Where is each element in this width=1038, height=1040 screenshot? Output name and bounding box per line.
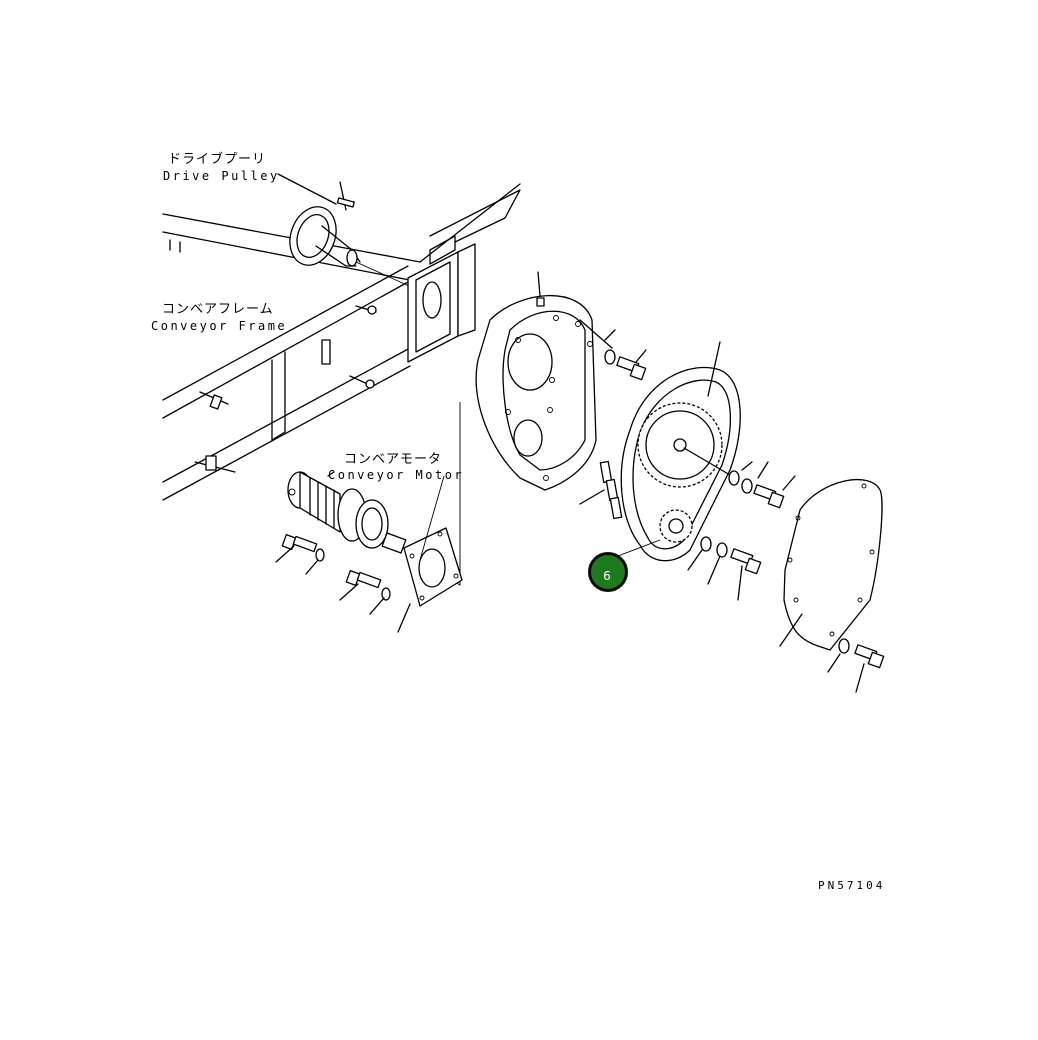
callout-number: 6: [603, 569, 611, 583]
case-bolt-set: [604, 329, 647, 381]
conveyor-frame: [162, 183, 521, 501]
conveyor-frame-label-jp: コンベアフレーム: [162, 302, 274, 317]
drive-pulley: [277, 173, 441, 301]
drive-pulley-label-en: Drive Pulley: [163, 169, 280, 183]
motor-bolt-set: [275, 534, 391, 615]
conveyor-motor-label-jp: コンベアモータ: [344, 452, 443, 467]
callout-leader-line: [617, 539, 661, 557]
frame-bracket: [407, 189, 521, 363]
drive-pulley-label-jp: ドライブプーリ: [168, 152, 267, 167]
sprocket-bolt-set: [687, 461, 796, 601]
callout-badge-6[interactable]: 6: [588, 552, 628, 592]
drawing-number: PN57104: [818, 879, 886, 892]
frame-bolts: [194, 305, 377, 473]
motor-leader-line: [419, 475, 445, 561]
cover-plate: [779, 478, 883, 651]
motor-flange: [397, 527, 463, 633]
chain-and-sprockets: [620, 341, 741, 562]
chain-case: [475, 271, 613, 491]
cover-bolt-set: [827, 638, 885, 693]
conveyor-frame-label-en: Conveyor Frame: [151, 319, 288, 333]
conveyor-motor: [287, 471, 407, 554]
chain-links: [579, 460, 623, 520]
conveyor-motor-label-en: Conveyor Motor: [328, 468, 465, 482]
